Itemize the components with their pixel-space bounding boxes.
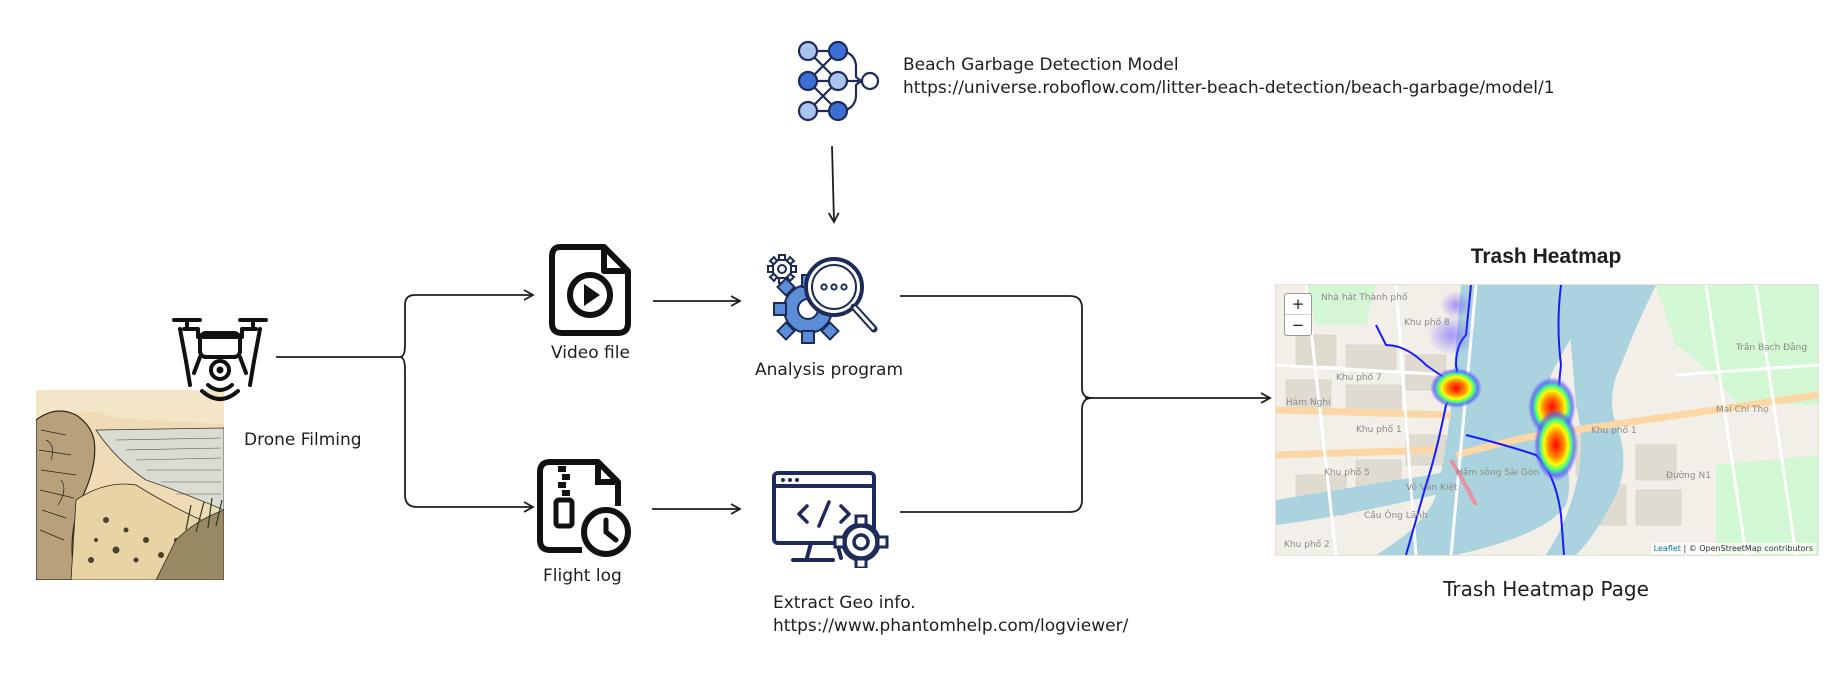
map-label: Hàm Nghi: [1286, 398, 1331, 408]
arrow-analysis-merge: [900, 295, 1093, 399]
arrow-geo-merge: [900, 397, 1093, 513]
map-label: Trần Bạch Đằng: [1735, 342, 1807, 353]
map-canvas: Nhà hát Thành phố Khu phố 8 Khu phố 7 Hà…: [1276, 285, 1818, 555]
drone-label: Drone Filming: [244, 430, 362, 450]
map-screenshot[interactable]: Nhà hát Thành phố Khu phố 8 Khu phố 7 Hà…: [1275, 284, 1819, 556]
video-label: Video file: [551, 343, 630, 363]
map-label: Khu phố 5: [1324, 467, 1370, 478]
arrow-to-video: [399, 289, 535, 358]
zoom-in-button[interactable]: +: [1291, 295, 1305, 313]
map-label: Đường N1: [1666, 470, 1711, 481]
map-label: Nhà hát Thành phố: [1321, 292, 1408, 303]
map-label: Cầu Ông Lãnh: [1364, 509, 1428, 521]
map-label: Võ Văn Kiệt: [1406, 482, 1458, 493]
zip-clock-file-icon: [537, 459, 631, 557]
map-zoom-control: + −: [1284, 293, 1312, 336]
map-label: Mai Chí Thọ: [1716, 405, 1769, 415]
osm-attribution: | © OpenStreetMap contributors: [1680, 544, 1813, 553]
map-label: Khu phố 7: [1336, 372, 1382, 383]
geo-url[interactable]: https://www.phantomhelp.com/logviewer/: [773, 616, 1129, 636]
gear-magnifier-icon: [767, 254, 878, 344]
geo-title: Extract Geo info.: [773, 593, 916, 613]
map-label: Hầm sông Sài Gòn: [1456, 467, 1539, 478]
heatmap-caption: Trash Heatmap Page: [1443, 577, 1649, 601]
flightlog-label: Flight log: [543, 566, 622, 586]
analysis-label: Analysis program: [755, 360, 904, 380]
model-title: Beach Garbage Detection Model: [903, 55, 1179, 75]
map-label: Khu phố 1: [1591, 425, 1637, 436]
heatmap-title: Trash Heatmap: [1470, 245, 1622, 268]
map-label: Khu phố 2: [1284, 539, 1330, 550]
beach-sketch-image: [36, 390, 224, 580]
map-labels: Nhà hát Thành phố Khu phố 8 Khu phố 7 Hà…: [1284, 292, 1807, 550]
leaflet-link[interactable]: Leaflet: [1653, 544, 1681, 553]
zoom-out-button[interactable]: −: [1285, 314, 1311, 335]
arrow-to-flightlog: [399, 356, 535, 513]
video-file-icon: [549, 244, 631, 336]
code-monitor-gear-icon: [772, 471, 889, 568]
model-url[interactable]: https://universe.roboflow.com/litter-bea…: [903, 78, 1555, 98]
map-label: Khu phố 8: [1404, 317, 1450, 328]
arrow-model-analysis: [827, 145, 840, 224]
map-label: Khu phố 1: [1356, 424, 1402, 435]
neural-network-icon: [797, 40, 880, 122]
map-attribution: Leaflet | © OpenStreetMap contributors: [1650, 543, 1816, 554]
drone-icon: [172, 318, 268, 401]
